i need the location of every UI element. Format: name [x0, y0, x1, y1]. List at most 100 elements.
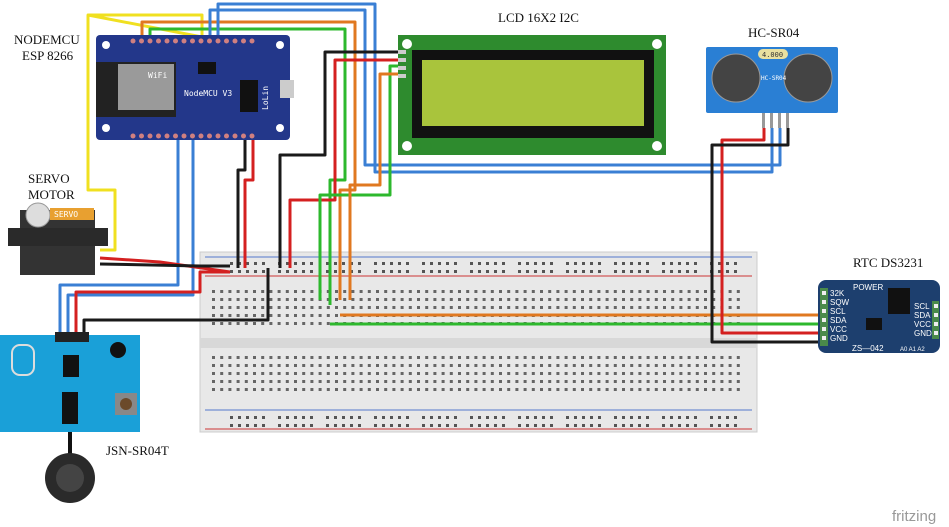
breadboard-hole [261, 388, 265, 391]
breadboard-hole [454, 270, 457, 273]
breadboard-hole [244, 322, 248, 325]
breadboard-hole [244, 314, 248, 317]
breadboard-hole [422, 270, 425, 273]
breadboard-hole [540, 372, 543, 375]
breadboard-hole [728, 306, 732, 309]
breadboard-hole [318, 356, 322, 359]
breadboard-hole [342, 416, 345, 419]
breadboard-hole [646, 424, 649, 427]
breadboard-hole [526, 270, 529, 273]
breadboard-hole [466, 290, 470, 293]
breadboard-hole [400, 290, 404, 293]
wire-jsn-vcc [74, 270, 230, 335]
breadboard-hole [499, 372, 502, 375]
breadboard-hole [502, 424, 505, 427]
breadboard-hole [564, 356, 568, 359]
breadboard-hole [326, 290, 330, 293]
breadboard-hole [704, 380, 707, 383]
breadboard-hole [422, 416, 425, 419]
breadboard-hole [582, 424, 585, 427]
breadboard-hole [425, 364, 429, 367]
wire-signal-2 [216, 2, 774, 174]
breadboard-hole [351, 290, 355, 293]
breadboard-hole [220, 322, 224, 325]
breadboard-hole [433, 364, 437, 367]
breadboard-hole [671, 388, 675, 391]
wire-lcd-scl [348, 72, 398, 300]
breadboard-hole [671, 364, 675, 367]
breadboard-hole [490, 356, 494, 359]
nodemcu-pin [156, 133, 161, 139]
breadboard-hole [228, 364, 232, 367]
breadboard-hole [678, 270, 681, 273]
breadboard-hole [285, 306, 289, 309]
breadboard-hole [523, 380, 527, 383]
breadboard-hole [326, 356, 330, 359]
breadboard-hole [556, 372, 560, 375]
breadboard-hole [507, 356, 511, 359]
breadboard-hole [662, 424, 665, 427]
breadboard-hole [474, 388, 478, 391]
breadboard-hole [408, 356, 412, 359]
breadboard-hole [441, 356, 445, 359]
breadboard-hole [678, 416, 681, 419]
breadboard-hole [262, 424, 265, 427]
breadboard-hole [613, 364, 617, 367]
breadboard-hole [694, 424, 697, 427]
wifi-logo: WiFi [148, 71, 167, 80]
label-servo-line2: MOTOR [28, 187, 75, 202]
breadboard-hole [728, 356, 732, 359]
breadboard-hole [376, 298, 379, 301]
breadboard-hole [548, 388, 552, 391]
breadboard-hole [269, 322, 273, 325]
breadboard-hole [718, 270, 721, 273]
breadboard-hole [490, 372, 494, 375]
breadboard-hole [515, 364, 519, 367]
breadboard-hole [687, 380, 691, 383]
breadboard-hole [261, 356, 265, 359]
breadboard-hole [671, 380, 675, 383]
breadboard-hole [392, 306, 396, 309]
breadboard-hole [518, 262, 521, 265]
breadboard-hole [654, 380, 658, 383]
nodemcu-pin [164, 38, 170, 44]
breadboard-hole [734, 424, 737, 427]
breadboard-hole [310, 290, 314, 293]
breadboard-hole [343, 306, 347, 309]
breadboard-hole [367, 380, 371, 383]
breadboard-hole [622, 364, 625, 367]
breadboard-hole [400, 306, 404, 309]
breadboard-hole [246, 424, 249, 427]
breadboard-hole [253, 322, 256, 325]
breadboard-hole [695, 364, 699, 367]
nodemcu-pin [190, 133, 195, 139]
breadboard-hole [236, 306, 240, 309]
breadboard-hole [294, 298, 297, 301]
breadboard-hole [556, 364, 560, 367]
breadboard-hole [582, 262, 585, 265]
breadboard-hole [663, 356, 666, 359]
breadboard-hole [212, 356, 215, 359]
breadboard-hole [285, 388, 289, 391]
breadboard-hole [438, 424, 441, 427]
breadboard-hole [433, 380, 437, 383]
breadboard-hole [438, 270, 441, 273]
breadboard-hole [695, 290, 699, 293]
breadboard-hole [531, 298, 535, 301]
breadboard-hole [310, 270, 313, 273]
nodemcu-pin [147, 133, 153, 139]
breadboard-hole [614, 424, 617, 427]
breadboard-hole [449, 306, 453, 309]
wire-scl-nodemcu [140, 20, 357, 300]
breadboard-hole [425, 380, 429, 383]
rtc-pin [822, 318, 826, 322]
breadboard-hole [466, 356, 470, 359]
breadboard-hole [425, 290, 429, 293]
breadboard-hole [490, 306, 494, 309]
nodemcu-pin [207, 38, 212, 44]
breadboard-hole [630, 290, 634, 293]
breadboard-hole [597, 364, 601, 367]
breadboard-hole [406, 416, 409, 419]
breadboard-hole [662, 416, 665, 419]
breadboard-hole [384, 306, 388, 309]
